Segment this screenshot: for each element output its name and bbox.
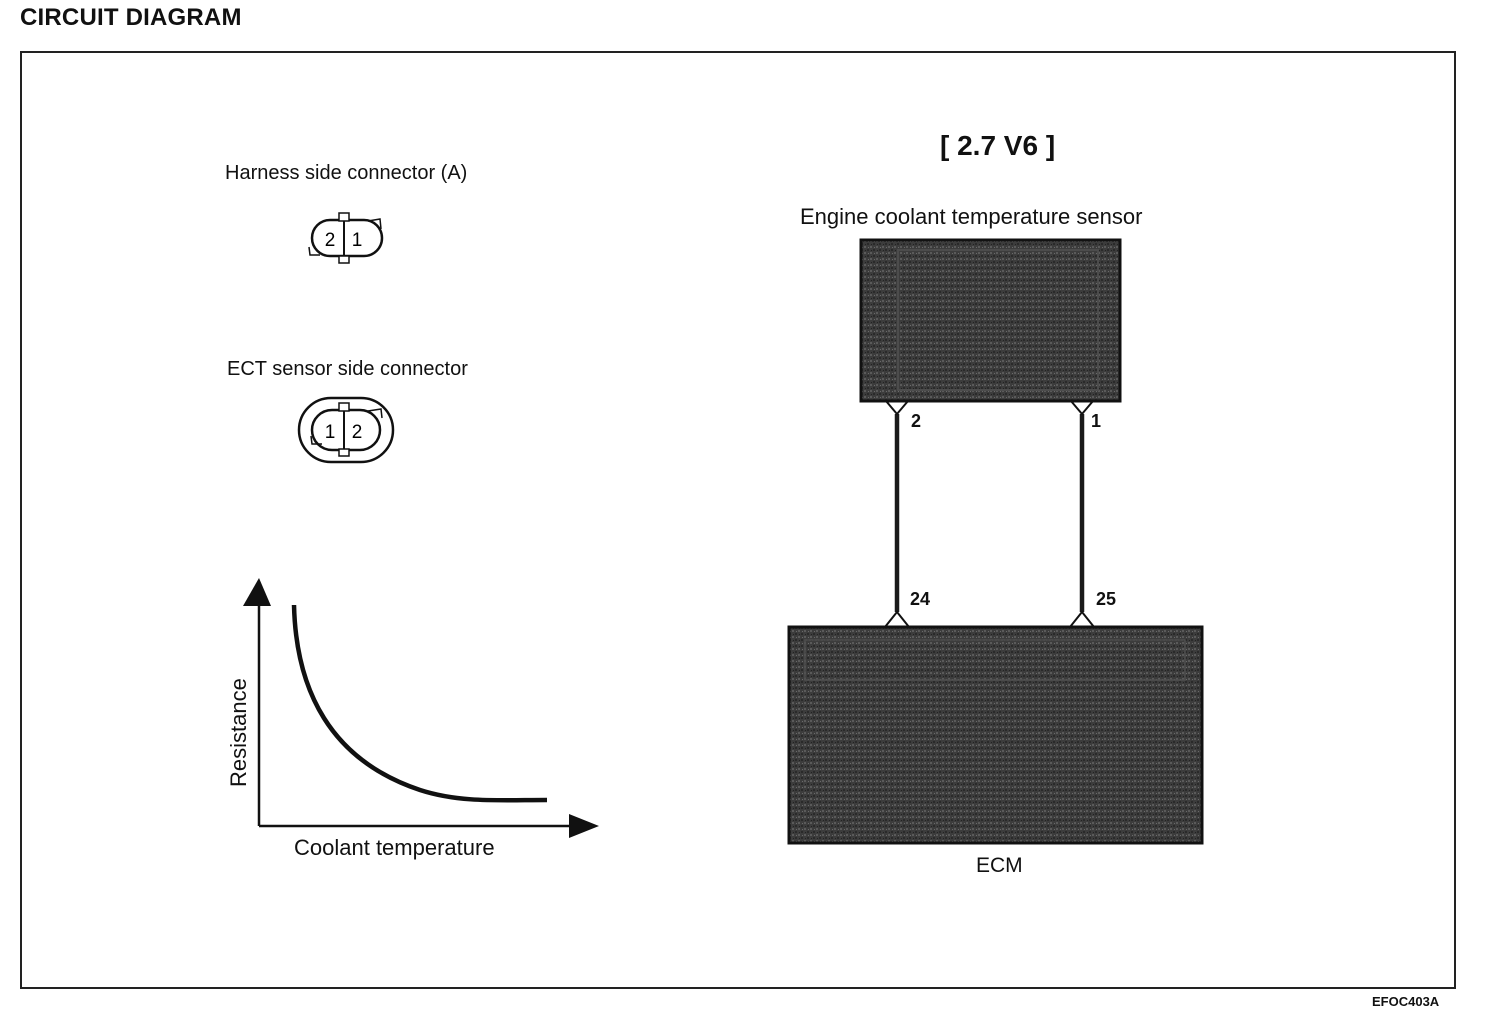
wires xyxy=(884,400,1095,628)
ecm-terminal xyxy=(1069,610,1095,628)
ecm-block xyxy=(787,625,1204,845)
page-title: CIRCUIT DIAGRAM xyxy=(20,4,242,31)
sensor-pin-1-label: 1 xyxy=(1091,411,1102,431)
figure-code: EFOC403A xyxy=(1372,994,1440,1009)
ect-sensor-block xyxy=(859,238,1122,403)
harness-pin-label: 2 xyxy=(325,230,336,251)
ecm-terminal xyxy=(884,610,910,628)
harness-connector-label: Harness side connector (A) xyxy=(225,162,468,184)
sensor-pin-2-label: 2 xyxy=(911,411,922,431)
ect-pin-label: 1 xyxy=(325,422,336,443)
ecm-pin-25-label: 25 xyxy=(1096,589,1117,609)
sensor-label: Engine coolant temperature sensor xyxy=(800,204,1143,229)
engine-variant: [ 2.7 V6 ] xyxy=(940,130,1056,161)
ecm-inner-detail xyxy=(804,639,1186,681)
harness-connector-icon: 2 1 xyxy=(308,212,384,264)
sensor-terminal xyxy=(1070,400,1094,416)
resistance-curve xyxy=(291,604,548,803)
x-axis-label: Coolant temperature xyxy=(294,835,495,860)
x-axis-arrow xyxy=(569,814,599,838)
ect-sensor-inner xyxy=(897,249,1099,391)
ect-connector-label: ECT sensor side connector xyxy=(227,358,468,380)
diagram-frame xyxy=(20,51,1456,989)
resistance-graph xyxy=(243,578,599,838)
ecm-label: ECM xyxy=(976,854,1023,877)
y-axis-arrow xyxy=(243,578,271,606)
ect-pin-label: 2 xyxy=(352,422,363,443)
sensor-terminal xyxy=(885,400,909,416)
y-axis-label: Resistance xyxy=(226,678,251,787)
ecm-pin-24-label: 24 xyxy=(910,589,931,609)
harness-pin-label: 1 xyxy=(352,230,363,251)
ect-connector-icon: 1 2 xyxy=(297,396,395,464)
